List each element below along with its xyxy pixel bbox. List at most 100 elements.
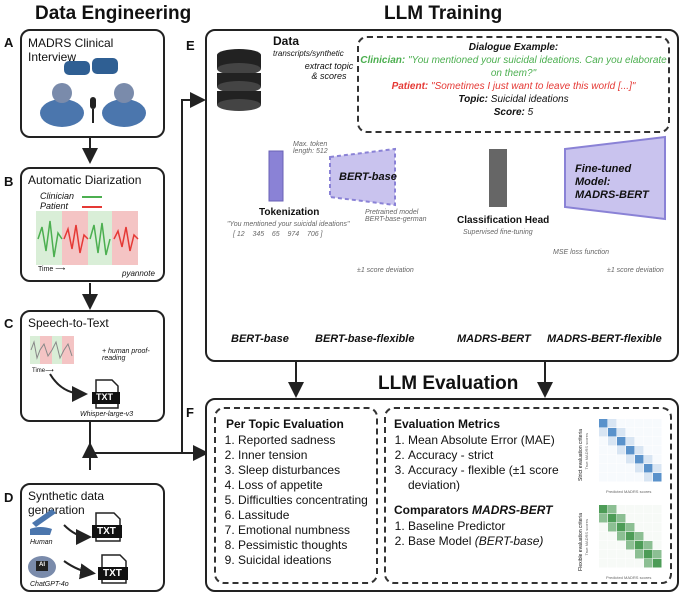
heat-cell: [617, 473, 626, 482]
data-title: Data: [273, 34, 300, 48]
heat-cell: [626, 559, 635, 568]
metric-item: Mean Absolute Error (MAE): [408, 433, 578, 448]
heat-cell: [626, 473, 635, 482]
heat-cell: [599, 428, 608, 437]
heat-cell: [626, 550, 635, 559]
heat-cell: [608, 550, 617, 559]
panel-e: Data transcripts/synthetic extract topic…: [205, 29, 679, 362]
human-label: Human: [30, 539, 53, 546]
heat-cell: [608, 532, 617, 541]
heat-cell: [626, 532, 635, 541]
panel-c: Speech-to-Text Time⟶ + human proof-readi…: [20, 310, 165, 422]
heat-cell: [626, 419, 635, 428]
heat-cell: [626, 523, 635, 532]
heat-cell: [644, 428, 653, 437]
topic-value: Suicidal ideations: [490, 94, 569, 105]
heat-cell: [635, 505, 644, 514]
heat-cell: [644, 505, 653, 514]
heat-cell: [635, 446, 644, 455]
heatmap-strict: [599, 419, 662, 482]
heat-cell: [599, 455, 608, 464]
bert-base-label: BERT-base: [339, 171, 397, 183]
patient-text: "Sometimes I just want to leave this wor…: [431, 81, 636, 92]
heat-cell: [626, 446, 635, 455]
metrics-list: Mean Absolute Error (MAE) Accuracy - str…: [386, 433, 578, 493]
heat-cell: [653, 473, 662, 482]
heat-cell: [617, 550, 626, 559]
heat-cell: [617, 419, 626, 428]
heat-cell: [635, 514, 644, 523]
heat-cell: [599, 523, 608, 532]
model-madrs-bert-flexible: MADRS-BERT-flexible: [547, 333, 662, 345]
model-bert-base: BERT-base: [231, 333, 289, 345]
metric-item: Accuracy - flexible (±1 score deviation): [408, 463, 578, 493]
title-llm-training: LLM Training: [384, 3, 503, 24]
letter-d: D: [4, 490, 14, 505]
heat-cell: [644, 419, 653, 428]
comparators-list: Baseline Predictor Base Model (BERT-base…: [386, 519, 670, 549]
heat-cell: [644, 464, 653, 473]
heat-cell: [653, 419, 662, 428]
txt-file-c: TXT: [96, 392, 113, 402]
heat-cell: [599, 437, 608, 446]
heat-cell: [617, 559, 626, 568]
heat-cell: [653, 523, 662, 532]
heat-cell: [644, 473, 653, 482]
heat-cell: [617, 455, 626, 464]
legend-patient-swatch: [82, 206, 102, 208]
heat-cell: [653, 464, 662, 473]
metrics-box: Evaluation Metrics Mean Absolute Error (…: [384, 407, 672, 584]
heat-cell: [617, 523, 626, 532]
heat-cell: [653, 437, 662, 446]
heat-cell: [653, 455, 662, 464]
per-topic-box: Per Topic Evaluation Reported sadnessInn…: [214, 407, 378, 584]
heat-cell: [599, 541, 608, 550]
heat-cell: [599, 559, 608, 568]
heat-cell: [635, 523, 644, 532]
heat-cell: [599, 446, 608, 455]
topic-label: Topic:: [458, 94, 488, 105]
topic-item: Loss of appetite: [238, 478, 376, 493]
token-length: Max. token length: 512: [293, 141, 328, 155]
comparator-item: Baseline Predictor: [408, 519, 670, 534]
heat-cell: [626, 541, 635, 550]
heat-cell: [599, 464, 608, 473]
topic-item: Reported sadness: [238, 433, 376, 448]
heat-cell: [635, 532, 644, 541]
heat-cell: [608, 514, 617, 523]
metrics-title: Evaluation Metrics: [394, 417, 501, 431]
panel-f: Per Topic Evaluation Reported sadnessInn…: [205, 398, 679, 592]
heat-cell: [653, 505, 662, 514]
mse-label: MSE loss function: [553, 249, 610, 256]
time-label-c: Time⟶: [32, 368, 54, 374]
heat-cell: [644, 437, 653, 446]
topic-item: Sleep disturbances: [238, 463, 376, 478]
whisper-label: Whisper-large-v3: [80, 411, 134, 418]
topic-item: Suicidal ideations: [238, 553, 376, 568]
synthetic-icons: [28, 509, 128, 584]
clinician-label: Clinician:: [360, 55, 406, 66]
title-data-engineering: Data Engineering: [35, 3, 192, 24]
letter-c: C: [4, 316, 14, 331]
heat-cell: [653, 550, 662, 559]
finetuned-label: Fine-tuned Model: MADRS-BERT: [575, 163, 649, 201]
token-ids: [ 12 345 65 974 706 ]: [233, 231, 323, 238]
heat-cell: [617, 428, 626, 437]
panel-d-title: Synthetic data generation: [28, 489, 105, 517]
supervised-label: Supervised fine-tuning: [463, 229, 533, 236]
heat-cell: [653, 541, 662, 550]
heatmap-flexible: [599, 505, 662, 568]
legend-clinician: Clinician: [40, 191, 75, 201]
heat-cell: [626, 464, 635, 473]
heat-cell: [617, 464, 626, 473]
pretrained-label: Pretrained model BERT-base-german: [365, 209, 427, 223]
heat-cell: [599, 514, 608, 523]
panel-a: MADRS Clinical Interview: [20, 29, 165, 138]
heat-cell: [626, 455, 635, 464]
heat-cell: [617, 505, 626, 514]
heat-cell: [644, 559, 653, 568]
chatgpt-label: ChatGPT-4o: [30, 581, 69, 588]
topic-item: Emotional numbness: [238, 523, 376, 538]
heat-cell: [608, 559, 617, 568]
txt-file-d1: TXT: [97, 526, 116, 537]
